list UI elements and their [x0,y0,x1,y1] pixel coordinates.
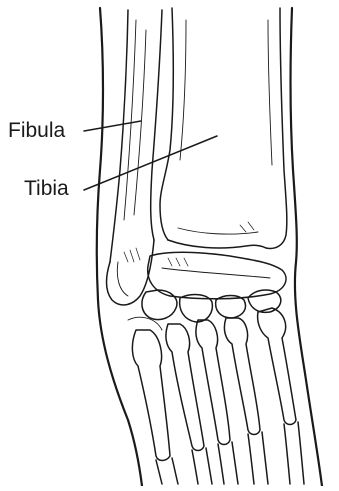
tibia-leader-line [84,136,217,190]
metatarsal-bones [132,308,296,461]
fibula-bone [107,10,163,305]
leader-lines [84,121,217,190]
tibia-bone [160,8,287,248]
fibula-leader-line [84,121,141,131]
tibia-label: Tibia [24,178,69,199]
phalanx-bones [156,422,304,484]
fibula-label: Fibula [8,120,65,141]
